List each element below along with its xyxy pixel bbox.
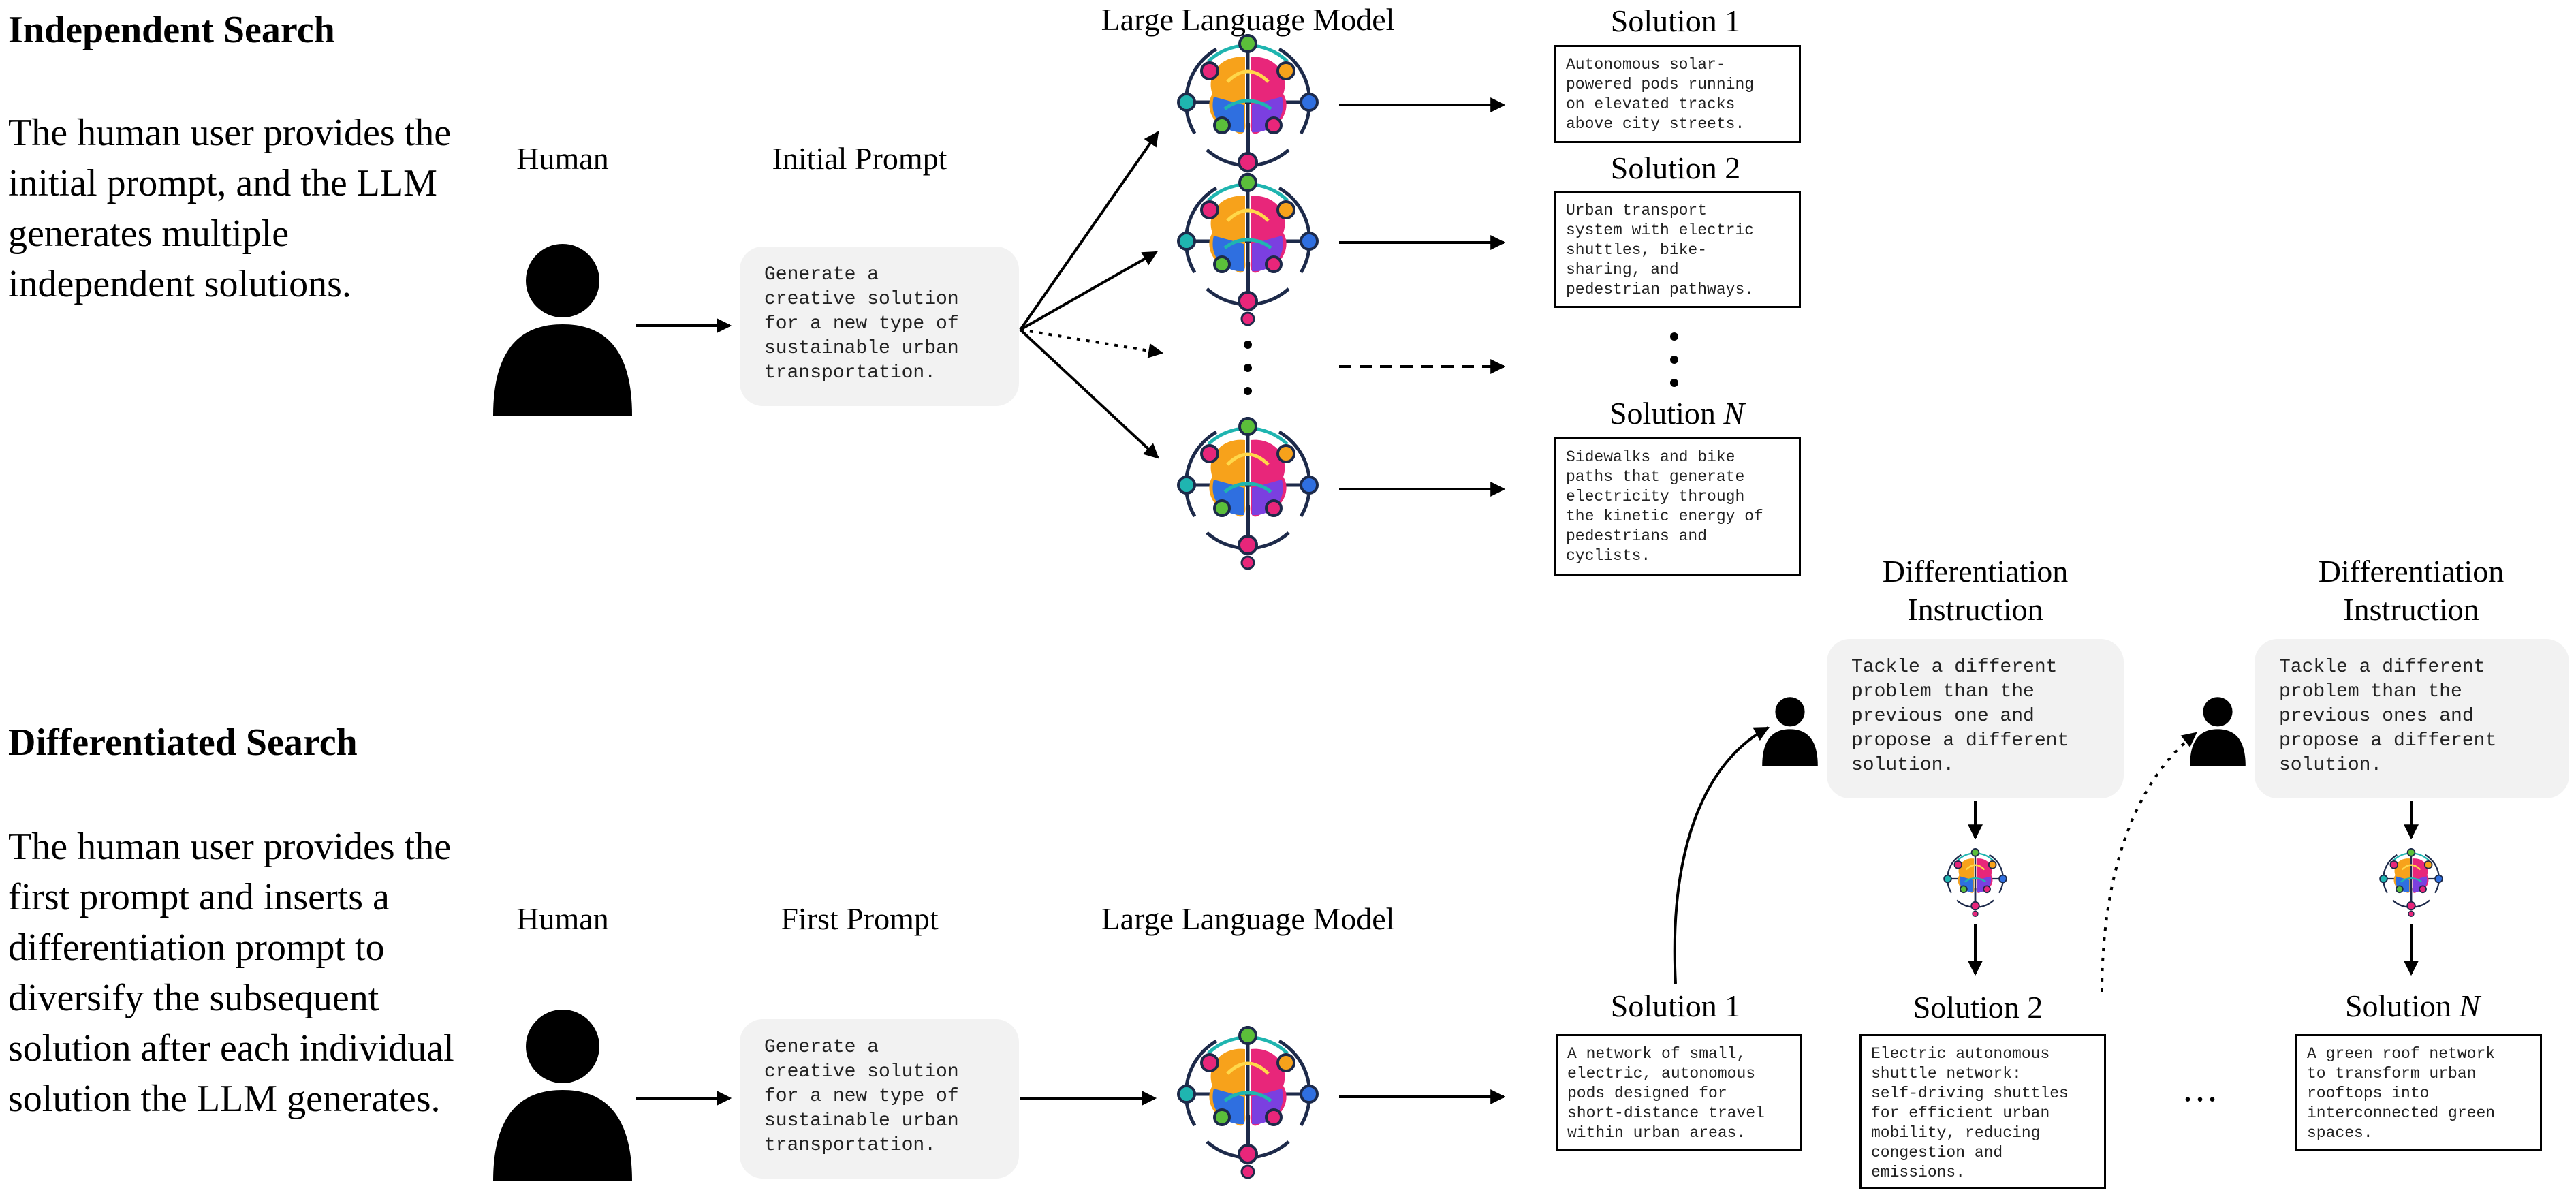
independent-model-label: Large Language Model — [1101, 2, 1395, 37]
differentiated-solution-2-box: Electric autonomous shuttle network: sel… — [1859, 1034, 2106, 1189]
solution-2-to-instruction-2-arrow — [2101, 732, 2197, 993]
differentiated-search-title: Differentiated Search — [8, 721, 358, 764]
independent-llm-icon-n — [1178, 417, 1317, 569]
differentiated-first-prompt-bubble: Generate a creative solution for a new t… — [740, 1019, 1019, 1179]
differentiated-solution-1-label: Solution 1 — [1610, 988, 1741, 1023]
differentiated-llm-icon — [1178, 1026, 1317, 1178]
differentiated-human-icon — [493, 1010, 632, 1181]
instruction-1-label-line1: Differentiation — [1882, 554, 2069, 589]
differentiated-prompt-label: First Prompt — [781, 901, 939, 936]
differentiated-model-label: Large Language Model — [1101, 901, 1395, 936]
independent-search-description: The human user provides the initial prom… — [8, 112, 452, 305]
instruction-2-llm-icon — [2378, 847, 2444, 918]
independent-human-icon — [493, 244, 632, 416]
differentiated-solution-2-label: Solution 2 — [1913, 990, 2043, 1025]
independent-initial-prompt-bubble: Generate a creative solution for a new t… — [740, 247, 1019, 406]
solution-1-to-instruction-1-arrow — [1673, 726, 1770, 984]
independent-solution-vertical-dots — [1670, 332, 1678, 387]
prompt-to-llm-1-arrow — [1019, 131, 1159, 331]
instruction-2-label-line2: Instruction — [2343, 592, 2479, 627]
independent-llm-icon-2 — [1178, 173, 1317, 325]
differentiated-solution-1-box: A network of small, electric, autonomous… — [1556, 1034, 1802, 1151]
differentiated-solution-n-label: Solution N — [2344, 988, 2481, 1023]
independent-solution-n-label: Solution N — [1609, 396, 1745, 431]
instruction-1-llm-icon — [1943, 847, 2008, 918]
independent-llm-icon-1 — [1178, 34, 1317, 186]
differentiated-human-label: Human — [516, 901, 609, 936]
differentiation-instruction-2-bubble: Tackle a different problem than the prev… — [2255, 639, 2569, 798]
differentiated-solution-n-box: A green roof network to transform urban … — [2295, 1034, 2542, 1151]
independent-solution-2-label: Solution 2 — [1610, 151, 1741, 185]
instruction-2-human-icon — [2190, 697, 2246, 766]
independent-solution-1-label: Solution 1 — [1610, 3, 1741, 38]
differentiated-search-description: The human user provides the first prompt… — [8, 826, 454, 1120]
differentiated-arrows — [636, 726, 2419, 1106]
independent-human-label: Human — [516, 141, 609, 176]
independent-prompt-label: Initial Prompt — [772, 141, 947, 176]
independent-search-title: Independent Search — [8, 9, 335, 51]
independent-solution-n-box: Sidewalks and bike paths that generate e… — [1554, 437, 1801, 576]
independent-llm-vertical-dots — [1244, 341, 1252, 395]
differentiation-instruction-1-bubble: Tackle a different problem than the prev… — [1827, 639, 2124, 798]
instruction-2-label-line1: Differentiation — [2318, 554, 2504, 589]
instruction-1-label-line2: Instruction — [1907, 592, 2043, 627]
independent-solution-1-box: Autonomous solar- powered pods running o… — [1554, 45, 1801, 143]
instruction-1-human-icon — [1762, 697, 1818, 766]
independent-arrows — [636, 97, 1506, 497]
prompt-to-llm-2-arrow — [1020, 251, 1158, 331]
independent-solution-2-box: Urban transport system with electric shu… — [1554, 191, 1801, 308]
solutions-ellipsis: ... — [2183, 1068, 2220, 1110]
prompt-to-llm-n-arrow — [1019, 328, 1159, 459]
